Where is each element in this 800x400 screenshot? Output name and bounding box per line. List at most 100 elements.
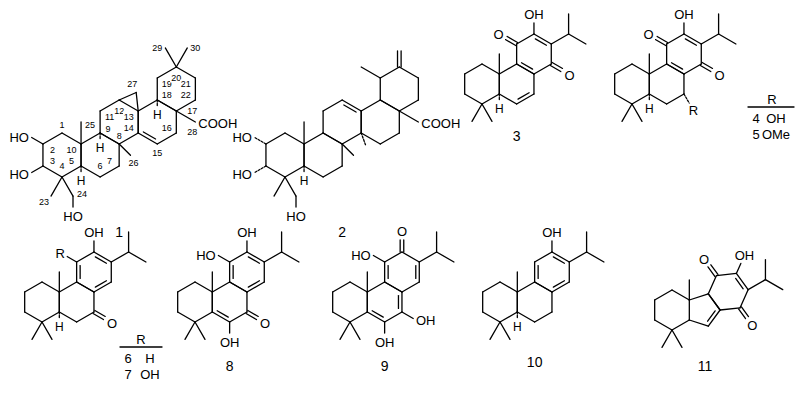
bond <box>361 100 380 111</box>
bond <box>157 78 158 100</box>
bond <box>568 14 569 34</box>
atom-number: 27 <box>126 79 138 88</box>
atom-number: 10 <box>66 145 78 154</box>
bond <box>248 257 259 263</box>
atom-number: 9 <box>104 124 111 133</box>
bond <box>399 100 418 111</box>
bond <box>303 122 304 144</box>
atom-label: HO <box>62 210 84 223</box>
bond <box>387 266 388 279</box>
table-cell: OH <box>765 112 787 125</box>
bond <box>385 252 402 262</box>
bond <box>129 252 146 262</box>
table-cell: R <box>135 333 146 346</box>
atom-label: H <box>76 175 87 187</box>
bond <box>323 133 342 144</box>
bond <box>655 40 665 46</box>
bond <box>708 294 720 310</box>
bond <box>59 292 60 312</box>
bond <box>157 133 176 144</box>
bond <box>93 241 94 252</box>
bond <box>303 166 304 173</box>
bond <box>246 241 247 252</box>
bond <box>708 276 716 294</box>
atom-label: H <box>95 142 106 154</box>
bond <box>517 292 518 312</box>
bond <box>649 54 650 74</box>
bond <box>402 252 419 262</box>
bond <box>765 260 766 280</box>
bond <box>465 94 482 104</box>
atom-label: OH <box>374 336 396 349</box>
atom-number: 18 <box>161 90 173 99</box>
bond <box>195 282 212 292</box>
bond <box>740 290 748 308</box>
bond <box>217 311 228 317</box>
bond <box>683 23 684 34</box>
atom-label: HO <box>8 130 30 143</box>
bond <box>176 111 177 133</box>
bond <box>720 308 740 310</box>
bond <box>333 312 350 322</box>
bond <box>683 74 684 94</box>
bond <box>716 273 736 275</box>
bond <box>373 256 384 263</box>
bond-group <box>25 14 794 347</box>
bond <box>419 262 420 282</box>
bond <box>553 281 564 287</box>
table-cell: 4 <box>751 112 760 125</box>
bond <box>684 64 701 74</box>
bond <box>274 177 285 196</box>
bond <box>195 312 212 322</box>
compound-number: 10 <box>526 355 544 369</box>
bond <box>551 34 568 44</box>
bond <box>672 290 689 300</box>
bond <box>615 64 632 74</box>
bond <box>218 256 229 263</box>
bond <box>24 292 25 312</box>
bond <box>195 322 205 339</box>
atom-label: H <box>512 321 523 333</box>
table-cell: R <box>766 93 777 106</box>
bond <box>248 310 258 316</box>
bond <box>265 144 266 166</box>
atom-label: O <box>713 68 725 81</box>
bond <box>67 257 77 263</box>
bond <box>266 133 285 144</box>
bond <box>689 320 708 326</box>
bond <box>157 100 158 107</box>
atom-number: 26 <box>127 159 139 168</box>
atom-number: 14 <box>123 123 135 132</box>
bond <box>361 133 366 146</box>
bond <box>551 292 552 312</box>
bond <box>569 262 570 282</box>
bond <box>689 294 708 300</box>
bond <box>437 252 454 262</box>
atom-number: 23 <box>38 198 50 207</box>
bond <box>385 312 402 322</box>
atom-label: OH <box>236 226 258 239</box>
bond <box>95 281 106 287</box>
bond <box>323 100 342 111</box>
atom-label: HO <box>195 248 217 261</box>
bond <box>516 44 517 64</box>
bond <box>176 48 187 67</box>
bond <box>361 133 380 144</box>
bond <box>736 263 740 273</box>
atom-number: 5 <box>68 156 75 165</box>
bond <box>482 64 499 74</box>
atom-label: HO <box>231 167 253 180</box>
atom-label: O <box>492 27 504 40</box>
bond <box>212 272 213 292</box>
bond <box>667 94 684 104</box>
bond <box>400 51 401 67</box>
bond <box>464 74 465 94</box>
bond <box>361 111 362 133</box>
bond <box>323 133 342 144</box>
bond <box>367 282 384 292</box>
atom-number: 15 <box>151 149 163 158</box>
bond <box>397 51 398 67</box>
bond <box>672 320 689 330</box>
bond <box>367 292 368 312</box>
bond <box>281 232 282 252</box>
